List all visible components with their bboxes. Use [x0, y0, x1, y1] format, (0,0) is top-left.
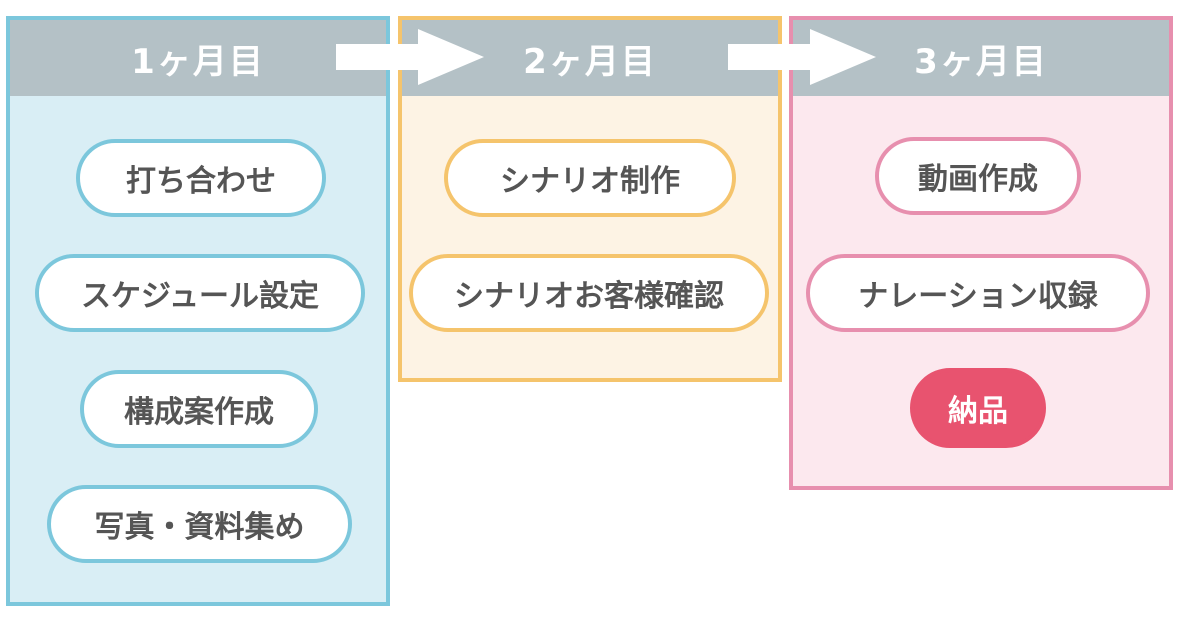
column-month-3-header: 3ヶ月目 [793, 20, 1169, 96]
step-photo-material-collection: 写真・資料集め [47, 485, 352, 563]
step-narration-recording: ナレーション収録 [806, 254, 1150, 332]
column-month-1-header: 1ヶ月目 [10, 20, 386, 96]
column-month-3: 3ヶ月目 [789, 16, 1173, 490]
step-delivery: 納品 [910, 368, 1046, 448]
step-video-creation: 動画作成 [875, 137, 1081, 215]
step-scenario-client-review: シナリオお客様確認 [409, 254, 769, 332]
step-schedule-setting: スケジュール設定 [35, 254, 365, 332]
arrow-right-icon [336, 29, 484, 85]
step-scenario-production: シナリオ制作 [444, 139, 736, 217]
step-meeting: 打ち合わせ [76, 139, 326, 217]
step-structure-plan: 構成案作成 [80, 370, 318, 448]
column-month-2-header: 2ヶ月目 [402, 20, 778, 96]
arrow-right-icon [728, 29, 876, 85]
